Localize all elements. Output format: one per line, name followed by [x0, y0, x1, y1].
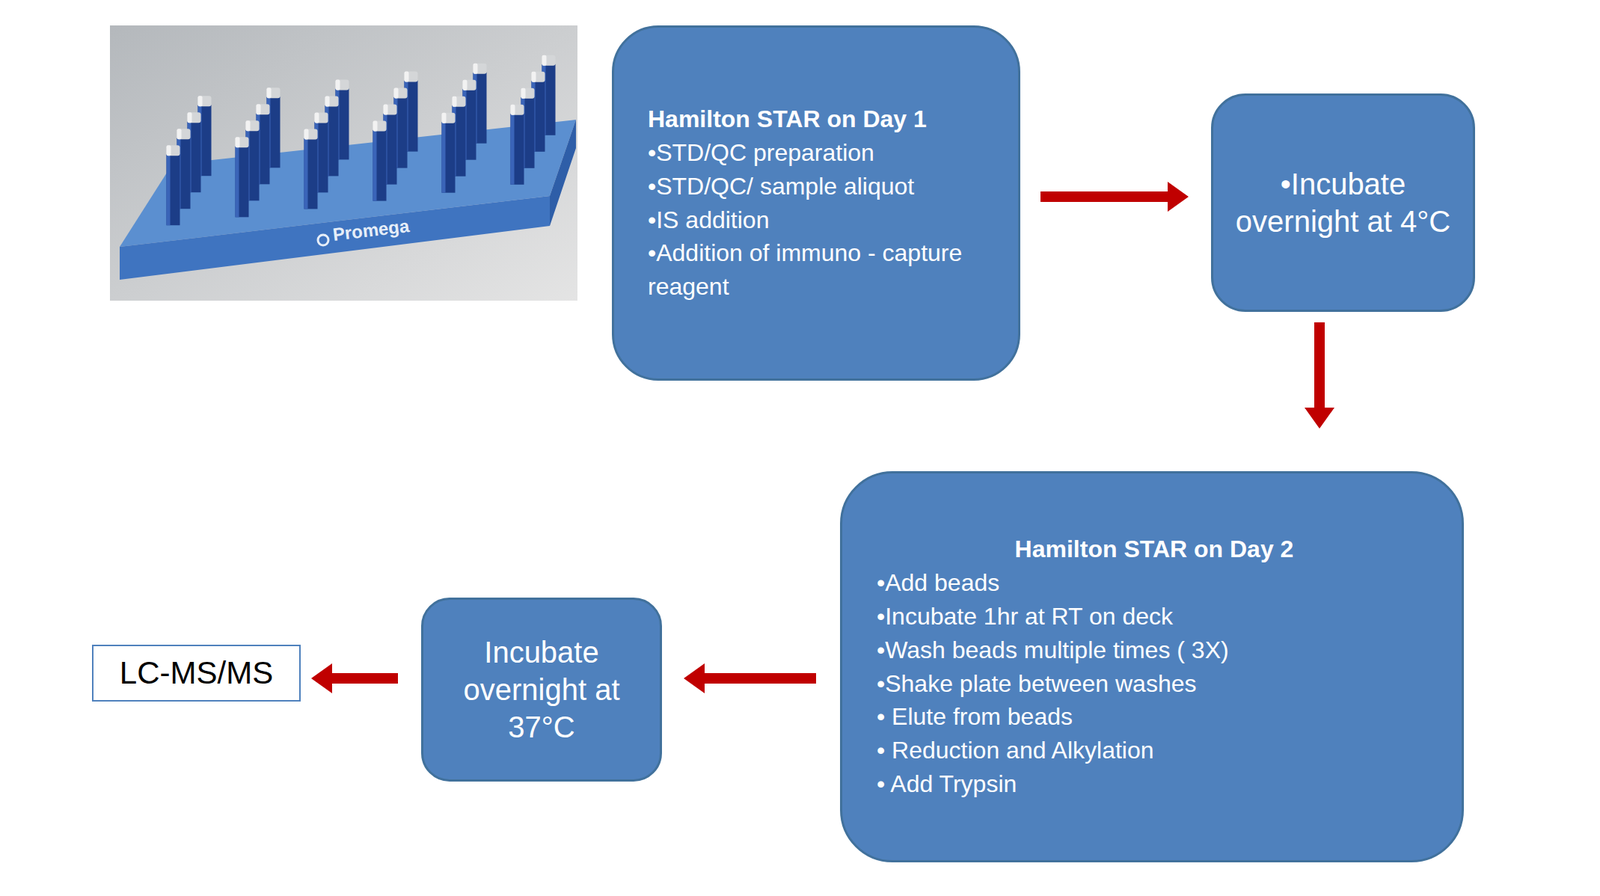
- magnet-post: [166, 145, 181, 226]
- process-box: Incubate overnight at 37°C: [421, 597, 662, 782]
- box-text: Incubate overnight at 37°C: [433, 633, 650, 746]
- box-text: LC-MS/MS: [103, 654, 289, 692]
- flow-arrow: [1304, 322, 1335, 429]
- magnet-post: [510, 104, 525, 185]
- flow-arrow: [683, 663, 817, 694]
- box-text: •IS addition: [647, 203, 989, 238]
- box-heading: Hamilton STAR on Day 2: [876, 532, 1432, 567]
- magnet-post: [442, 112, 456, 193]
- box-heading: Hamilton STAR on Day 1: [647, 102, 989, 137]
- flow-arrow: [1040, 181, 1189, 212]
- box-text: •Addition of immuno - capture reagent: [647, 236, 989, 304]
- process-box: Hamilton STAR on Day 1•STD/QC preparatio…: [611, 25, 1021, 381]
- magnet-post: [235, 136, 250, 217]
- photo-background: [109, 25, 578, 301]
- photo-content: [109, 25, 578, 301]
- box-text: •STD/QC preparation: [647, 136, 989, 170]
- box-text: •STD/QC/ sample aliquot: [647, 169, 989, 204]
- box-text: • Add Trypsin: [876, 767, 1432, 802]
- output-box: LC-MS/MS: [92, 644, 301, 702]
- process-box: •Incubate overnight at 4°C: [1211, 93, 1476, 312]
- flow-arrow: [311, 663, 398, 694]
- brand-logo-text: Promega: [331, 216, 410, 245]
- box-text: •Add beads: [876, 566, 1432, 600]
- box-text: •Incubate 1hr at RT on deck: [876, 599, 1432, 634]
- box-text: • Elute from beads: [876, 700, 1432, 734]
- process-box: Hamilton STAR on Day 2•Add beads•Incubat…: [840, 471, 1464, 863]
- logo-mark: [317, 234, 329, 246]
- box-text: •Wash beads multiple times ( 3X): [876, 633, 1432, 668]
- box-text: • Reduction and Alkylation: [876, 733, 1432, 768]
- plate-side: [549, 119, 576, 226]
- box-text: •Incubate overnight at 4°C: [1226, 165, 1460, 241]
- magnet-post: [373, 121, 387, 202]
- box-text: •Shake plate between washes: [876, 667, 1432, 701]
- magnet-post: [304, 128, 318, 209]
